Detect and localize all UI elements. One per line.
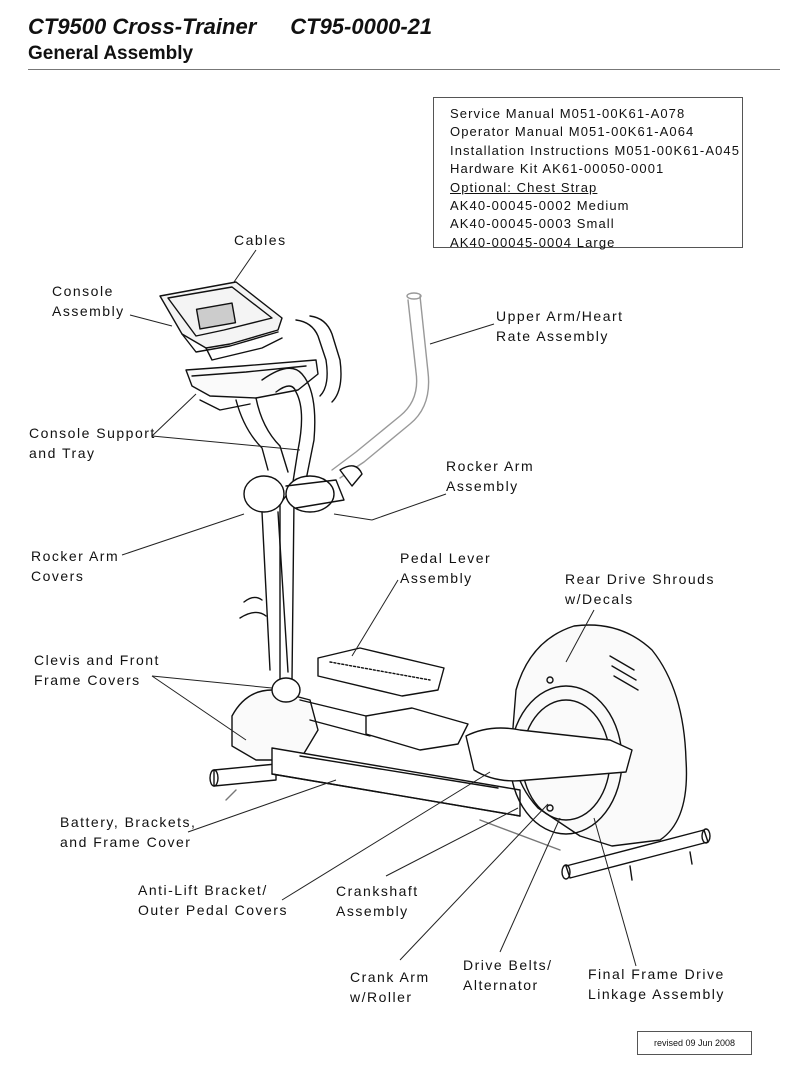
leader-drive-belts	[499, 817, 561, 953]
label-rear-drive: Rear Drive Shrouds w/Decals	[565, 569, 715, 609]
label-line: Linkage Assembly	[588, 986, 725, 1002]
optional-line: AK40-00045-0004 Large	[450, 234, 616, 250]
label-line: and Tray	[29, 445, 96, 461]
upper-arm-drawing	[331, 292, 430, 479]
label-line: Rocker Arm	[446, 458, 535, 474]
label-line: Crank Arm	[350, 969, 430, 985]
label-line: Upper Arm/Heart	[496, 308, 624, 324]
leader-console-support-a	[151, 393, 197, 437]
label-drive-belts: Drive Belts/ Alternator	[463, 955, 553, 995]
leader-rocker-arm-a	[371, 493, 447, 521]
main-rail-drawing	[271, 747, 521, 817]
info-line: Installation Instructions M051-00K61-A04…	[450, 142, 741, 158]
label-line: Covers	[31, 568, 85, 584]
label-line: Assembly	[336, 903, 409, 919]
rear-base-drawing	[561, 828, 711, 881]
tray-drawing	[185, 359, 319, 411]
console-support-drawing	[235, 397, 289, 473]
label-final-frame: Final Frame Drive Linkage Assembly	[588, 964, 725, 1004]
leader-battery	[187, 779, 337, 833]
label-line: Console Support	[29, 425, 156, 441]
label-line: Crankshaft	[336, 883, 419, 899]
model-code: CT95-0000-21	[290, 14, 433, 39]
label-battery: Battery, Brackets, and Frame Cover	[60, 812, 196, 852]
leader-final-frame	[593, 817, 637, 967]
front-frame-drawing	[209, 677, 319, 787]
leader-upper-arm	[429, 323, 495, 345]
rocker-arm-drawing	[243, 465, 363, 513]
label-line: Drive Belts/	[463, 957, 553, 973]
title-text: CT9500 Cross-Trainer	[28, 14, 257, 39]
label-line: Console	[52, 283, 114, 299]
label-anti-lift: Anti-Lift Bracket/ Outer Pedal Covers	[138, 880, 288, 920]
label-line: Frame Covers	[34, 672, 141, 688]
label-pedal-lever: Pedal Lever Assembly	[400, 548, 491, 588]
label-clevis: Clevis and Front Frame Covers	[34, 650, 160, 690]
optional-line: AK40-00045-0002 Medium	[450, 198, 630, 214]
leader-clevis-b	[151, 675, 247, 741]
leader-console-support-b	[151, 435, 301, 451]
label-line: Rate Assembly	[496, 328, 609, 344]
header-divider	[28, 69, 780, 70]
page-title: CT9500 Cross-Trainer CT95-0000-21	[28, 14, 432, 40]
leader-crankshaft	[385, 807, 519, 877]
label-line: and Frame Cover	[60, 834, 192, 850]
revision-box: revised 09 Jun 2008	[637, 1031, 752, 1055]
info-line: Hardware Kit AK61-00050-0001	[450, 161, 665, 177]
leader-clevis-a	[151, 675, 273, 689]
rear-pedal-arm-drawing	[465, 727, 633, 782]
label-crankshaft: Crankshaft Assembly	[336, 881, 419, 921]
label-line: Clevis and Front	[34, 652, 160, 668]
label-line: Assembly	[52, 303, 125, 319]
label-line: Outer Pedal Covers	[138, 902, 288, 918]
console-drawing	[159, 281, 283, 361]
label-line: w/Roller	[350, 989, 413, 1005]
leader-crank-arm	[399, 803, 549, 961]
optional-heading: Optional: Chest Strap	[450, 179, 598, 195]
label-cables: Cables	[234, 232, 287, 248]
label-line: Assembly	[400, 570, 473, 586]
label-line: Battery, Brackets,	[60, 814, 197, 830]
label-line: Assembly	[446, 478, 519, 494]
pedal-drawing	[299, 647, 469, 751]
label-console-support: Console Support and Tray	[29, 423, 156, 463]
label-console: Console Assembly	[52, 281, 125, 321]
info-line: Service Manual M051-00K61-A078	[450, 106, 686, 121]
front-post-drawing	[261, 511, 289, 673]
label-line: w/Decals	[565, 591, 634, 607]
reference-info-box: Service Manual M051-00K61-A078 Operator …	[433, 97, 743, 250]
front-arm-drawing	[239, 596, 267, 619]
page-subtitle: General Assembly	[28, 43, 194, 64]
label-rocker-arm-covers: Rocker Arm Covers	[31, 546, 119, 586]
label-line: Anti-Lift Bracket/	[138, 882, 268, 898]
label-upper-arm: Upper Arm/Heart Rate Assembly	[496, 306, 624, 346]
floor-shadow-drawing	[225, 789, 561, 851]
leader-console	[129, 314, 173, 327]
label-rocker-arm: Rocker Arm Assembly	[446, 456, 534, 496]
leader-anti-lift	[281, 771, 491, 901]
label-line: Rocker Arm	[31, 548, 120, 564]
leader-rocker-arm-b	[333, 513, 373, 521]
leader-rocker-covers	[121, 513, 245, 556]
leader-pedal-lever	[351, 579, 399, 657]
leader-lines	[121, 249, 637, 967]
leader-rear-drive	[565, 609, 595, 663]
label-line: Pedal Lever	[400, 550, 492, 566]
label-line: Alternator	[463, 977, 539, 993]
leader-cables	[233, 249, 257, 283]
info-line: Operator Manual M051-00K61-A064	[450, 124, 695, 140]
label-crank-arm: Crank Arm w/Roller	[350, 967, 430, 1007]
optional-line: AK40-00045-0003 Small	[450, 216, 615, 232]
label-line: Rear Drive Shrouds	[565, 571, 715, 587]
label-line: Final Frame Drive	[588, 966, 725, 982]
